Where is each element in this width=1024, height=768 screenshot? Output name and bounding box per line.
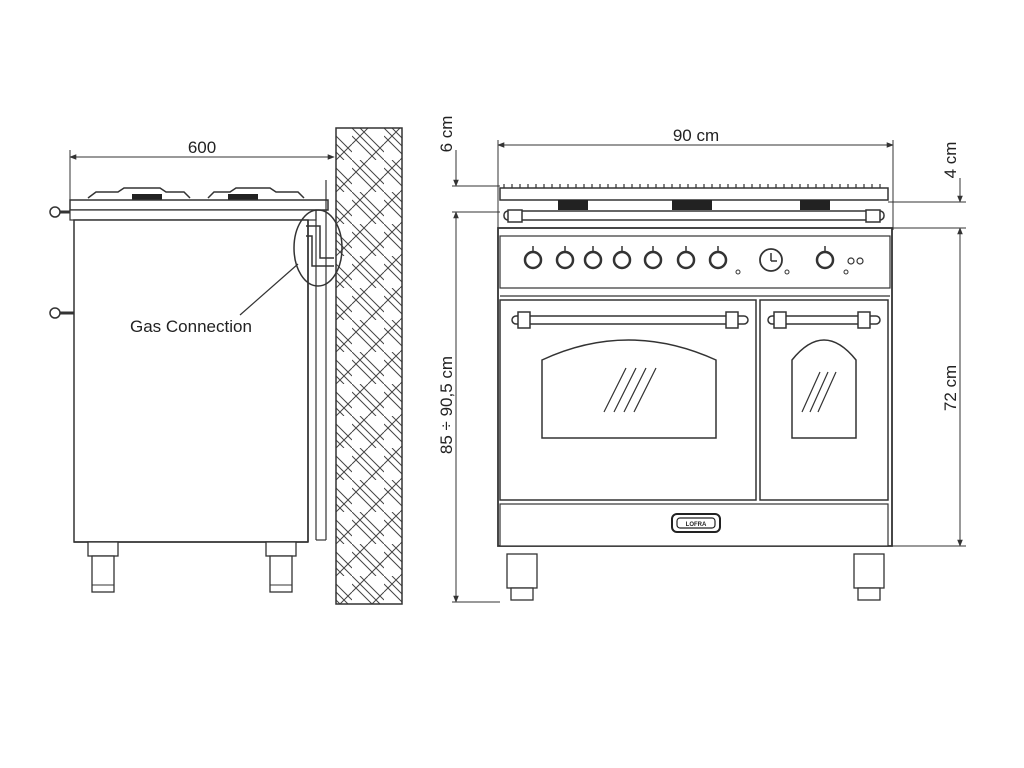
front-grates: [499, 184, 889, 210]
knob-8: [815, 246, 835, 270]
side-worktop: [69, 199, 329, 211]
knob-2: [555, 246, 575, 270]
gas-connection-label: Gas Connection: [130, 317, 252, 336]
brand-badge: LOFRA: [671, 513, 721, 533]
wall-hatch: [335, 127, 403, 605]
indicator-light-right-2: [856, 257, 864, 265]
indicator-light-left: [735, 269, 741, 275]
front-legs: [506, 553, 885, 601]
side-knob-lower: [49, 307, 74, 319]
knob-4: [612, 246, 632, 270]
gas-pipe: [306, 225, 334, 267]
indicator-light-right-1: [847, 257, 855, 265]
side-knob-upper: [49, 206, 70, 218]
height-range-label: 85 ÷ 90,5 cm: [437, 356, 456, 454]
gas-connection-circle: [293, 209, 343, 287]
side-body: [73, 219, 309, 543]
left-door-handle: [511, 315, 749, 325]
body-height-label: 72 cm: [941, 365, 960, 411]
side-view: 600 Gas Connection: [49, 127, 403, 605]
side-legs: [87, 541, 297, 593]
left-oven-door: [499, 299, 757, 501]
control-knobs: [523, 246, 835, 270]
right-oven-window: [791, 339, 857, 439]
front-view: 90 cm 6 cm 85 ÷ 90,5 cm 4 cm 72 cm: [437, 116, 966, 603]
front-top-rail: [503, 209, 885, 223]
front-width-label: 90 cm: [673, 126, 719, 145]
gas-callout-leader: [239, 263, 299, 316]
knob-3: [583, 246, 603, 270]
side-width-label: 600: [188, 138, 216, 157]
top-offset-label: 6 cm: [437, 116, 456, 153]
left-oven-window: [541, 339, 717, 439]
knob-7: [708, 246, 728, 270]
brand-badge-label: LOFRA: [686, 522, 707, 528]
knob-1: [523, 246, 543, 270]
knob-6: [676, 246, 696, 270]
right-door-handle: [767, 315, 881, 325]
right-top-label: 4 cm: [941, 142, 960, 179]
side-burners: [87, 187, 305, 200]
clock-icon: [759, 248, 783, 272]
right-oven-door: [759, 299, 889, 501]
knob-5: [643, 246, 663, 270]
